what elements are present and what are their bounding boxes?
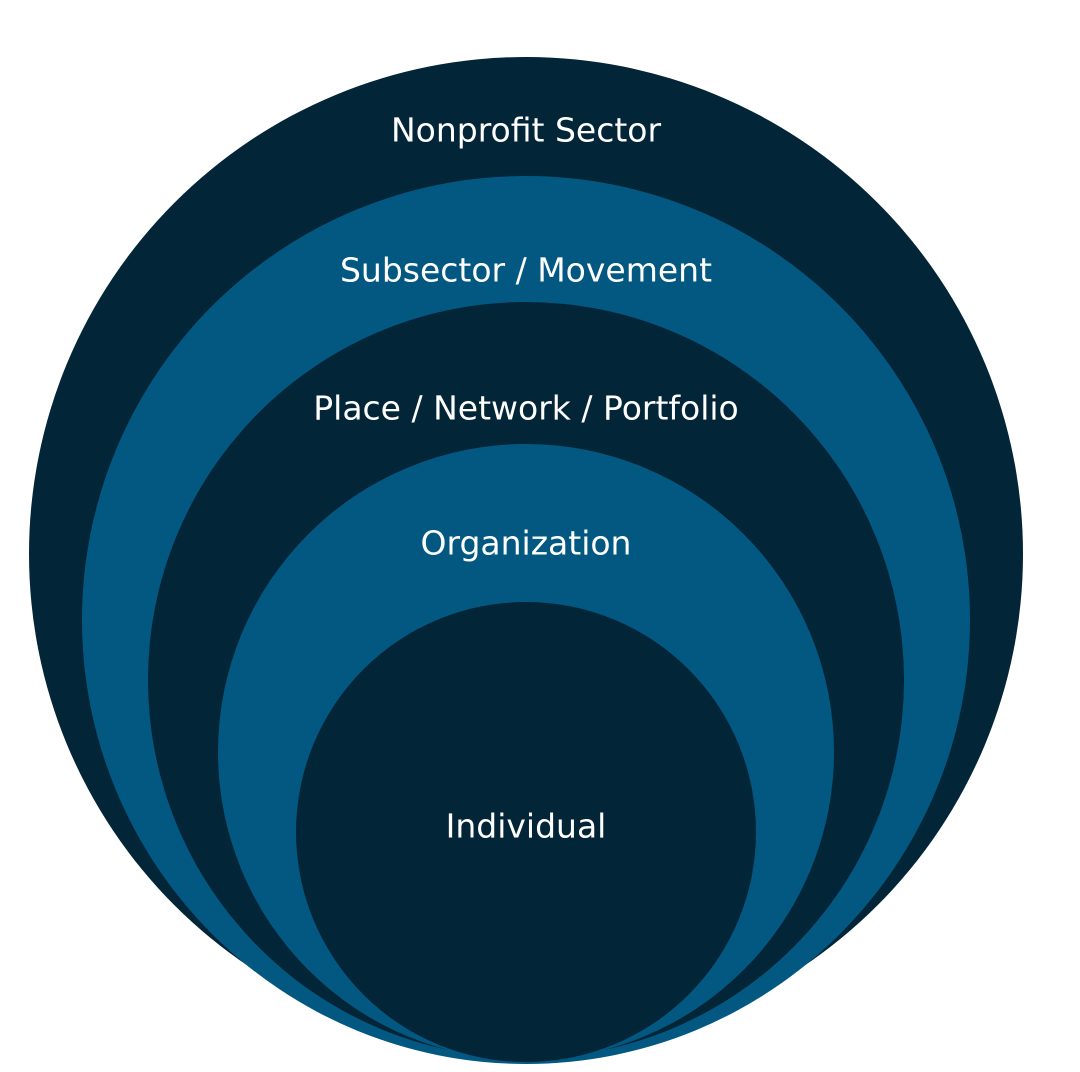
label-subsector-movement: Subsector / Movement [340,251,712,290]
label-nonprofit-sector: Nonprofit Sector [391,111,662,150]
label-place-network-portfolio: Place / Network / Portfolio [313,389,738,428]
label-individual: Individual [446,807,607,846]
layer-individual [296,602,756,1062]
label-organization: Organization [421,524,632,563]
